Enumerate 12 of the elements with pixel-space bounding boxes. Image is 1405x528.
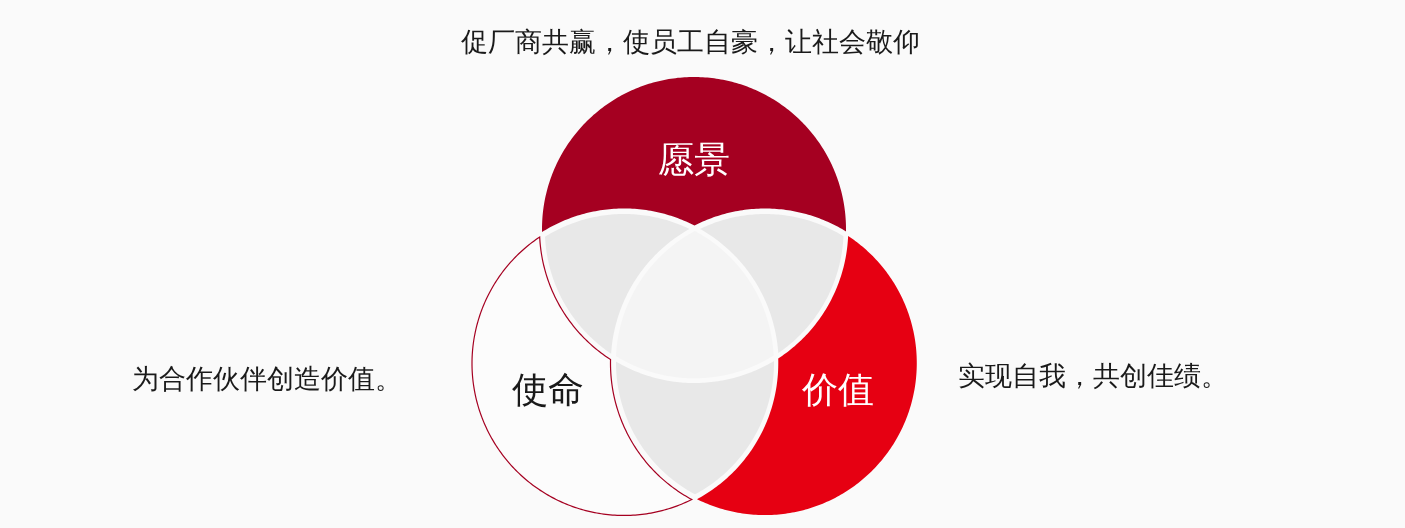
caption-text: 促厂商共赢，使员工自豪，让社会敬仰 [460,25,920,59]
circle-label: 价值 [802,370,874,410]
overlap-region [544,213,690,354]
caption-text: 为合作伙伴创造价值。 [132,362,402,396]
caption-text: 实现自我，共创佳绩。 [958,359,1228,393]
overlap-region [699,213,844,353]
venn-circle-segment [697,235,917,515]
circle-label: 使命 [512,370,584,410]
venn-circle-segment [472,236,692,515]
overlap-region [615,361,774,495]
circle-label: 愿景 [658,140,730,180]
venn-circle-segment [542,77,846,233]
